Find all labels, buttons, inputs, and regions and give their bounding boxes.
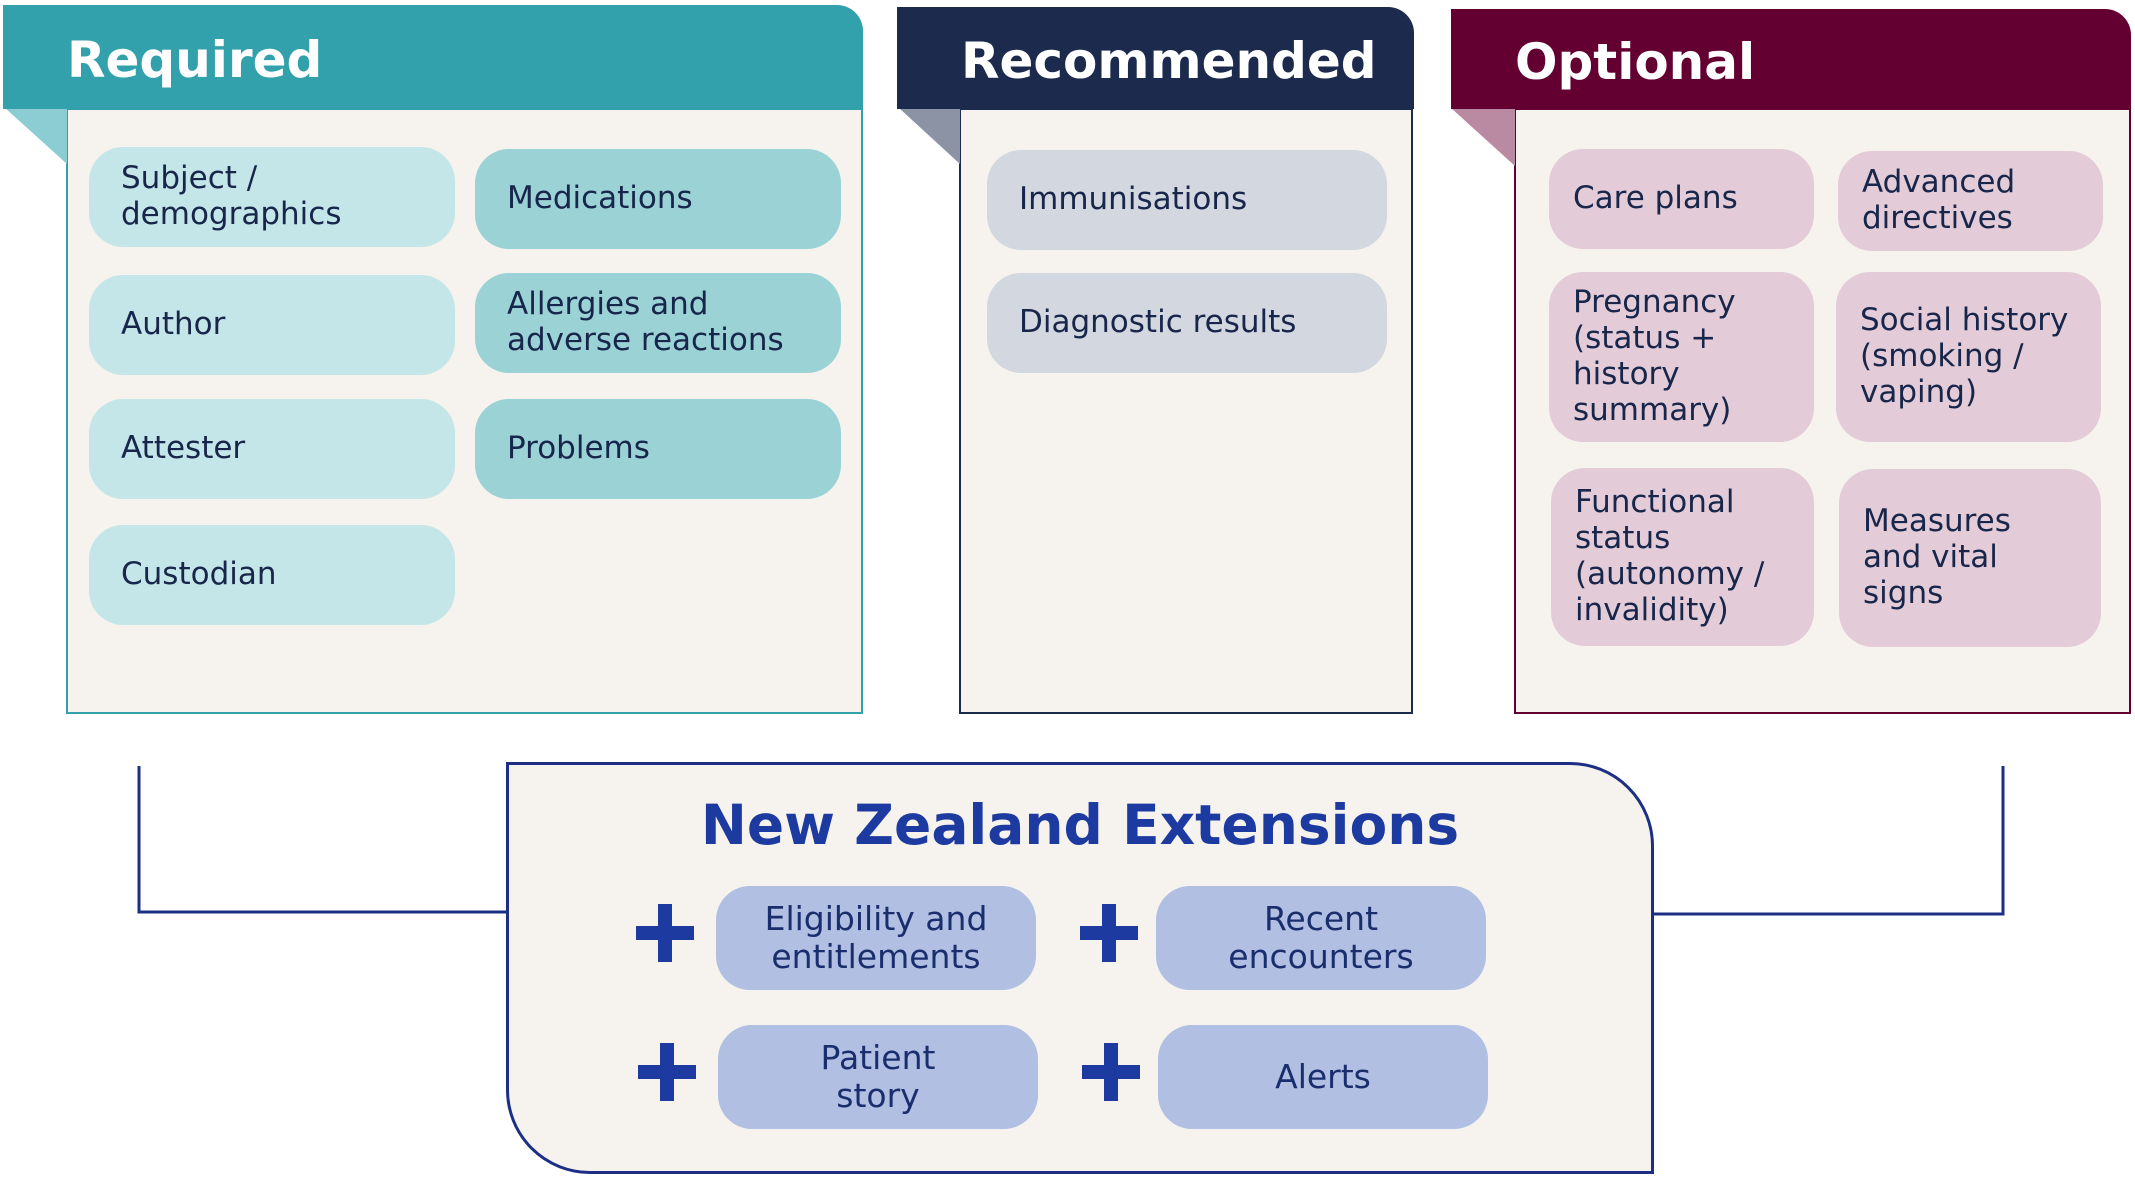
- nz-item-recent-encounters: Recent encounters: [1156, 886, 1486, 990]
- required-item-allergies: Allergies and adverse reactions: [475, 273, 841, 373]
- required-header: Required: [3, 5, 863, 109]
- required-fold: [5, 108, 67, 164]
- recommended-fold: [899, 108, 960, 164]
- required-item-attester: Attester: [89, 399, 455, 499]
- optional-item-advanced-directives: Advanced directives: [1838, 151, 2103, 251]
- required-item-custodian: Custodian: [89, 525, 455, 625]
- optional-item-care-plans: Care plans: [1549, 149, 1814, 249]
- left-connector: [137, 766, 510, 914]
- optional-item-functional-status: Functional status (autonomy / invalidity…: [1551, 468, 1814, 646]
- required-title: Required: [67, 31, 323, 89]
- nz-item-eligibility: Eligibility and entitlements: [716, 886, 1036, 990]
- required-item-medications: Medications: [475, 149, 841, 249]
- nz-item-patient-story: Patient story: [718, 1025, 1038, 1129]
- plus-icon: [638, 1043, 696, 1101]
- optional-item-measures: Measures and vital signs: [1839, 469, 2101, 647]
- optional-item-social-history: Social history (smoking / vaping): [1836, 272, 2101, 442]
- recommended-header: Recommended: [897, 7, 1414, 109]
- recommended-item-immunisations: Immunisations: [987, 150, 1387, 250]
- plus-icon: [1082, 1043, 1140, 1101]
- right-connector: [1650, 766, 2005, 916]
- optional-title: Optional: [1515, 33, 1756, 91]
- optional-header: Optional: [1451, 9, 2131, 109]
- plus-icon: [636, 904, 694, 962]
- required-item-subject: Subject / demographics: [89, 147, 455, 247]
- optional-fold: [1451, 108, 1515, 166]
- nz-extensions-title: New Zealand Extensions: [700, 793, 1460, 857]
- required-item-author: Author: [89, 275, 455, 375]
- recommended-item-diagnostic-results: Diagnostic results: [987, 273, 1387, 373]
- required-item-problems: Problems: [475, 399, 841, 499]
- optional-item-pregnancy: Pregnancy (status + history summary): [1549, 272, 1814, 442]
- recommended-title: Recommended: [961, 32, 1377, 90]
- nz-item-alerts: Alerts: [1158, 1025, 1488, 1129]
- plus-icon: [1080, 904, 1138, 962]
